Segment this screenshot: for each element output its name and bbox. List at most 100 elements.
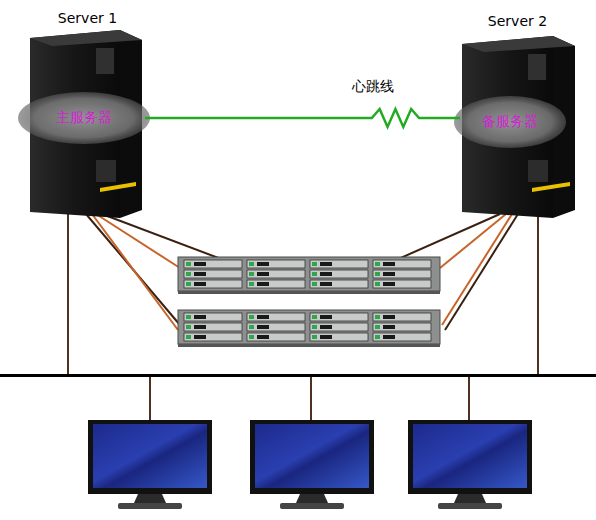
drive-led xyxy=(312,272,317,276)
server-name: Server 2 xyxy=(460,13,575,29)
drive-handle xyxy=(383,325,395,329)
drive-slot xyxy=(310,333,368,341)
drive-handle xyxy=(320,262,332,266)
drive-led xyxy=(186,325,191,329)
drive-bay xyxy=(528,54,546,80)
storage-array xyxy=(178,257,440,347)
drive-handle xyxy=(383,272,395,276)
drive-slot xyxy=(184,323,242,331)
drive-handle xyxy=(194,335,206,339)
drive-slot xyxy=(373,270,431,278)
drive-led xyxy=(249,315,254,319)
storage-edge xyxy=(178,291,440,294)
drive-handle xyxy=(320,325,332,329)
drive-led xyxy=(186,272,191,276)
monitor-screen xyxy=(255,424,369,488)
tower-stripe xyxy=(532,182,570,192)
server-role: 主服务器 xyxy=(56,109,112,127)
drive-led xyxy=(186,262,191,266)
server-role: 备服务器 xyxy=(482,113,538,131)
monitor-frame xyxy=(88,420,212,494)
storage-cable xyxy=(92,214,178,330)
drive-handle xyxy=(257,335,269,339)
drive-handle xyxy=(320,335,332,339)
drive-handle xyxy=(194,325,206,329)
monitor-screen xyxy=(93,424,207,488)
drive-slot xyxy=(373,313,431,321)
drive-slot xyxy=(373,333,431,341)
drive-slot xyxy=(247,323,305,331)
drive-led xyxy=(312,262,317,266)
monitor-frame xyxy=(408,420,532,494)
drive-led xyxy=(312,335,317,339)
drive-handle xyxy=(194,262,206,266)
drive-slot xyxy=(184,280,242,288)
highlight-ellipse xyxy=(18,92,150,144)
drive-slot xyxy=(310,323,368,331)
monitor-base xyxy=(118,503,182,509)
drive-handle xyxy=(257,282,269,286)
drive-slot xyxy=(310,313,368,321)
drive-slot xyxy=(247,313,305,321)
drive-led xyxy=(375,282,380,286)
drive-slot xyxy=(184,260,242,268)
drive-handle xyxy=(320,282,332,286)
drive-slot xyxy=(184,270,242,278)
drive-led xyxy=(249,325,254,329)
network-cable xyxy=(67,214,69,375)
monitor-screen xyxy=(413,424,527,488)
drive-led xyxy=(312,315,317,319)
drive-led xyxy=(375,262,380,266)
server-name: Server 1 xyxy=(30,10,145,26)
drive-led xyxy=(249,262,254,266)
monitor-group xyxy=(88,420,532,509)
drive-led xyxy=(249,272,254,276)
highlight-ellipse xyxy=(454,96,566,148)
drive-led xyxy=(312,325,317,329)
drive-slot xyxy=(373,280,431,288)
drive-handle xyxy=(257,325,269,329)
storage-cable xyxy=(442,214,512,325)
monitor-frame xyxy=(250,420,374,494)
drive-led xyxy=(186,335,191,339)
heartbeat-line xyxy=(145,109,460,127)
storage-chassis xyxy=(178,257,440,291)
edge-label: 心跳线 xyxy=(352,78,394,96)
tower-top xyxy=(30,30,142,46)
drive-handle xyxy=(257,272,269,276)
drive-led xyxy=(186,282,191,286)
drive-handle xyxy=(194,315,206,319)
tower-panel xyxy=(528,160,548,182)
drive-handle xyxy=(257,315,269,319)
drive-handle xyxy=(383,262,395,266)
drive-slot xyxy=(310,270,368,278)
drive-slot xyxy=(310,260,368,268)
monitor-neck xyxy=(296,494,328,503)
drive-handle xyxy=(320,272,332,276)
drive-led xyxy=(375,325,380,329)
network-cable xyxy=(310,377,312,421)
drive-led xyxy=(375,335,380,339)
drive-slot xyxy=(373,323,431,331)
drive-slot xyxy=(247,280,305,288)
storage-chassis xyxy=(178,310,440,344)
drive-led xyxy=(249,282,254,286)
monitor-base xyxy=(438,503,502,509)
server-node: Server 1主服务器 xyxy=(30,35,145,215)
drive-led xyxy=(375,272,380,276)
drive-bay xyxy=(96,48,114,74)
network-cable xyxy=(537,214,539,375)
drive-slot xyxy=(310,280,368,288)
drive-handle xyxy=(383,282,395,286)
drive-slot xyxy=(184,333,242,341)
drive-slot xyxy=(247,260,305,268)
drive-slot xyxy=(247,270,305,278)
monitor-neck xyxy=(454,494,486,503)
tower-panel xyxy=(96,160,116,182)
tower-stripe xyxy=(100,182,136,192)
drive-handle xyxy=(383,335,395,339)
drive-led xyxy=(186,315,191,319)
